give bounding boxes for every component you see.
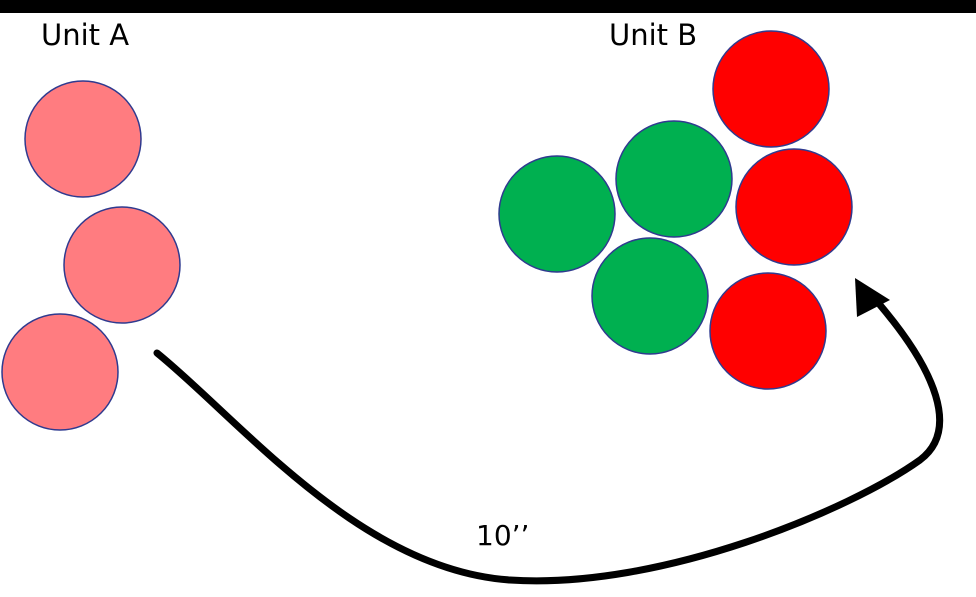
unit-a-model-3[interactable] (1, 313, 119, 431)
unit-a-model-2[interactable] (63, 206, 181, 324)
unit-a-models (1, 80, 181, 431)
unit-b-label: Unit B (609, 18, 698, 52)
unit-b-green-model-3[interactable] (591, 237, 709, 355)
unit-a-label: Unit A (41, 18, 130, 52)
movement-arrow (153, 278, 944, 585)
unit-b-red-model-2[interactable] (735, 148, 853, 266)
unit-b-green-model-2[interactable] (615, 120, 733, 238)
unit-b-red-model-3[interactable] (709, 272, 827, 390)
unit-b-green-model-1[interactable] (498, 155, 616, 273)
unit-b-red-model-1[interactable] (712, 30, 830, 148)
arrowhead-icon (855, 278, 890, 317)
unit-a-model-1[interactable] (24, 80, 142, 198)
movement-arrow-path (153, 301, 944, 585)
top-bar (0, 0, 976, 13)
unit-b-models (498, 30, 853, 390)
distance-label: 10’’ (476, 519, 530, 552)
